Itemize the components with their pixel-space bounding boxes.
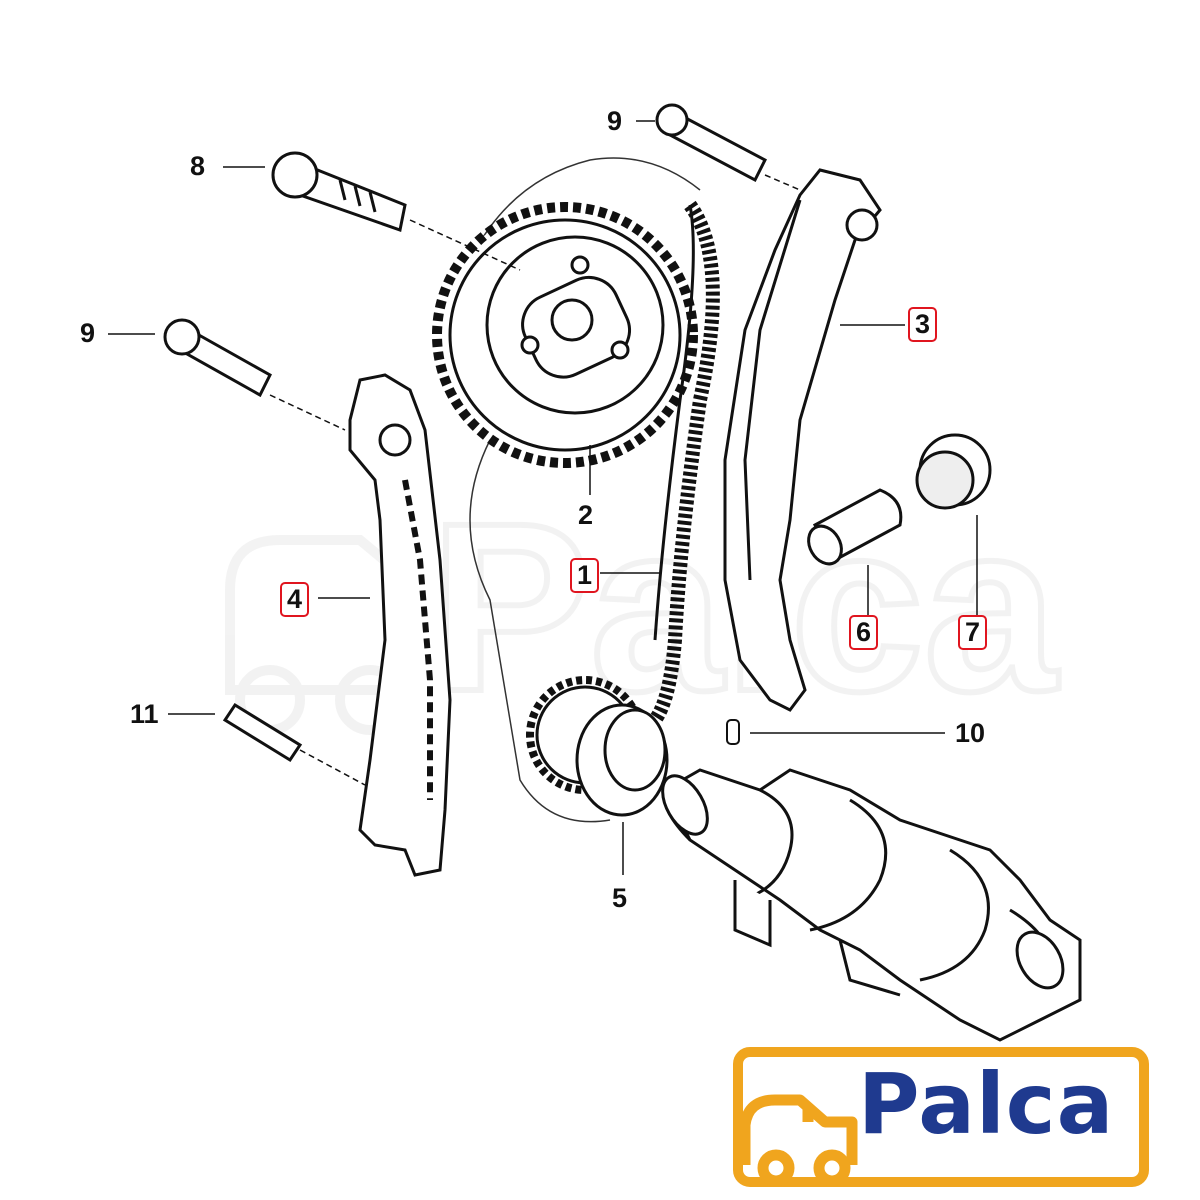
tensioner-rail	[723, 168, 882, 712]
leader-lines	[108, 120, 978, 875]
callout-7: 7	[958, 615, 988, 650]
guide-rail	[348, 373, 452, 877]
callout-6: 6	[849, 615, 879, 650]
tensioner-piston	[807, 488, 903, 566]
logo-text: Palca	[858, 1055, 1115, 1153]
callout-10: 10	[955, 718, 986, 748]
logo-frame	[733, 1047, 1149, 1187]
callout-1: 1	[570, 558, 600, 593]
crankshaft	[661, 768, 1082, 1042]
callout-3: 3	[908, 307, 938, 342]
tensioner-plug	[915, 433, 992, 510]
bolt-9-left	[163, 318, 272, 398]
crankshaft-sprocket	[526, 676, 669, 817]
timing-chain	[649, 200, 720, 725]
pin-10	[726, 719, 740, 745]
callout-11: 11	[130, 699, 159, 729]
chain-routing-line	[469, 157, 701, 823]
bolt-8	[271, 151, 407, 232]
callout-8: 8	[190, 151, 206, 181]
callout-4: 4	[280, 582, 310, 617]
callout-9-top: 9	[607, 106, 623, 136]
pin-11	[222, 702, 303, 763]
callout-5: 5	[612, 883, 628, 913]
callout-2: 2	[578, 500, 594, 530]
bolt-9-top	[655, 103, 767, 183]
watermark: Palca	[225, 470, 1062, 744]
camshaft-sprocket	[432, 202, 698, 468]
palca-logo	[733, 1047, 1149, 1187]
callout-9-left: 9	[80, 318, 96, 348]
car-icon	[739, 1094, 858, 1187]
